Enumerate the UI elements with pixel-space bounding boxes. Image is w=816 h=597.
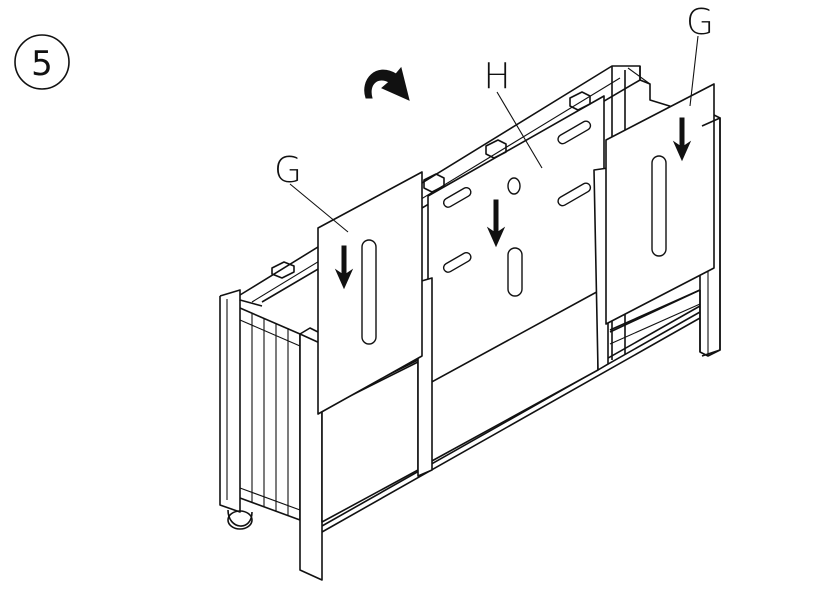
down-arrow-icon	[334, 245, 354, 290]
left-panel-g	[317, 171, 423, 415]
left-panel-slot	[361, 239, 377, 345]
label-right-panel: G	[686, 2, 714, 43]
panel-h-slots	[442, 120, 592, 297]
step-circle	[14, 34, 70, 90]
step-number: 5	[31, 44, 53, 84]
right-panel-slot	[651, 155, 667, 257]
right-panel-g	[605, 83, 721, 357]
step-badge: 5	[14, 34, 70, 90]
label-center-panel: H	[483, 56, 510, 97]
down-arrow-icon	[672, 117, 692, 162]
frame-clips	[271, 91, 591, 279]
leader-lines	[289, 35, 699, 233]
label-left-panel: G	[274, 150, 302, 191]
curved-rotate-arrow-icon	[364, 66, 410, 101]
center-panel-h	[417, 95, 609, 477]
down-arrow-icon	[486, 199, 506, 248]
